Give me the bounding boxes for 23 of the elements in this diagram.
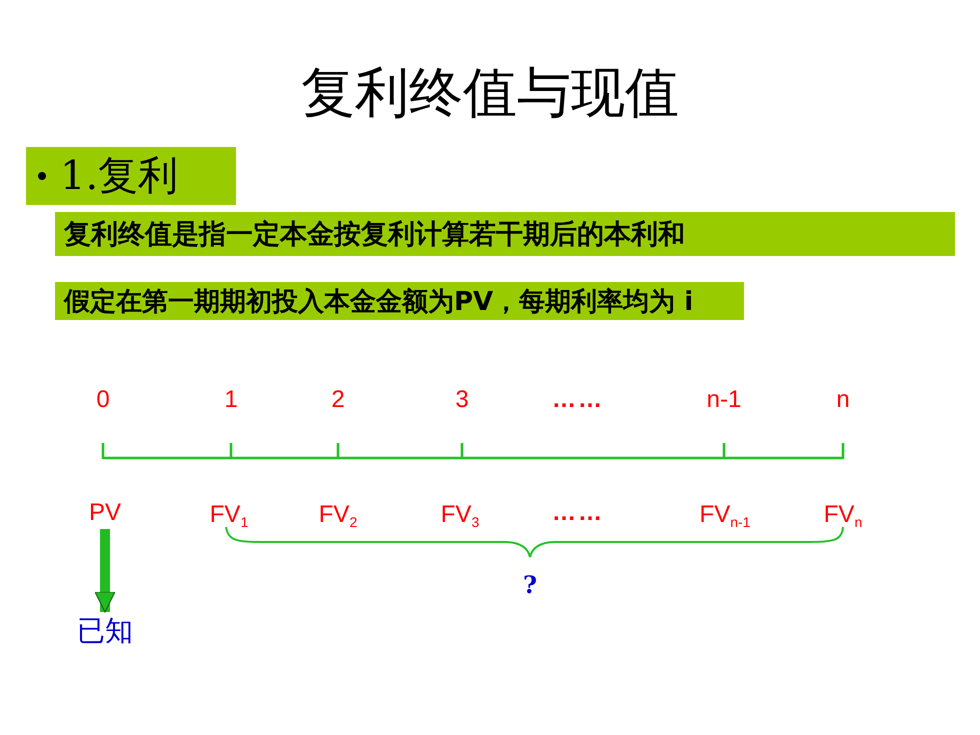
slide-title: 复利终值与现值 (300, 60, 680, 126)
future-value-label: FV$_{2}$ (318, 501, 358, 529)
period-number: n (836, 386, 850, 414)
highlight-band (55, 282, 744, 320)
ellipsis-text: …… (552, 386, 604, 414)
period-number: 1 (224, 386, 238, 414)
known-label: 已知 (72, 614, 138, 648)
period-number: 3 (455, 386, 469, 414)
unknown-mark: ? (522, 571, 538, 599)
period-number: n-1 (706, 386, 742, 414)
ellipsis-text: …… (552, 499, 604, 527)
statement-text: 复利终值是指一定本金按复利计算若干期后的本利和 (64, 218, 685, 252)
heading-band (26, 147, 236, 205)
future-value-label: FV$_{3}$ (440, 501, 480, 529)
period-number: 0 (96, 386, 110, 414)
future-value-label: FV$_{1}$ (210, 501, 248, 529)
value-label: PV (82, 499, 128, 527)
future-value-label: FV$_{n-1}$ (700, 501, 750, 529)
heading-text: 1.复利 (60, 153, 178, 199)
future-value-label: FV$_{n}$ (824, 501, 862, 529)
period-number: 2 (331, 386, 345, 414)
highlight-band (55, 212, 955, 256)
statement-text: 假定在第一期期初投入本金金额为PV，每期利率均为 i (64, 286, 694, 318)
